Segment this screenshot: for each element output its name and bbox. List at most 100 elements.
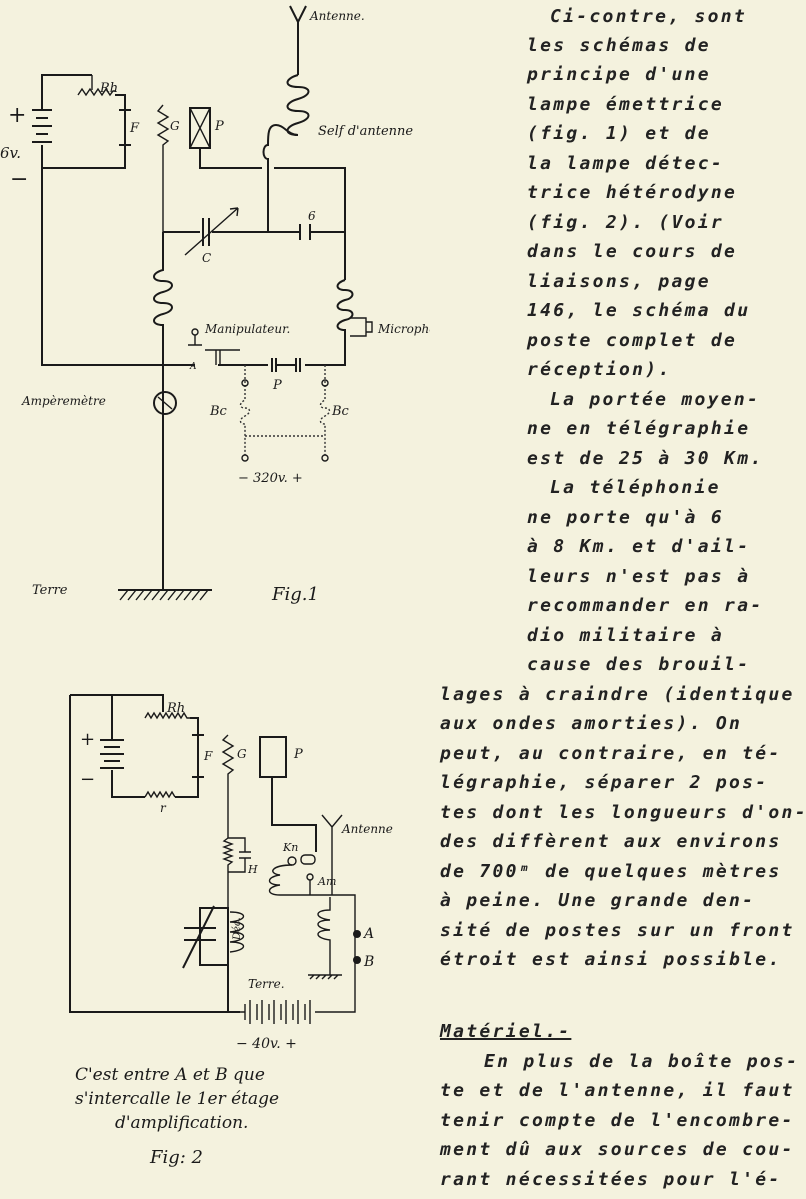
label-p: P [293, 747, 303, 762]
label-a: A [362, 926, 374, 942]
tuned-circuit [199, 907, 229, 966]
ammeter-symbol [153, 391, 177, 415]
label-f: F [129, 121, 140, 136]
text-line: cause des brouil- [527, 654, 751, 675]
text-line: les schémas de [527, 35, 711, 56]
label-kn: Kn [282, 841, 298, 854]
caption-line: d'amplification. [115, 1113, 248, 1133]
label-b: B [363, 954, 374, 970]
label-dec: Déc. [232, 917, 243, 941]
label-6v: 6v. [0, 144, 21, 162]
label-terre: Terre. [248, 977, 285, 991]
battery-filament [100, 739, 124, 769]
rheostat [77, 87, 115, 97]
text-line: tenir compte de l'encombre- [440, 1110, 795, 1131]
label-plus: + [80, 729, 95, 750]
reaction-coil [268, 864, 356, 1013]
terminal-a [353, 930, 361, 938]
microphone-symbol [350, 317, 373, 337]
text-line: recommander en ra- [527, 595, 764, 616]
text-line: réception). [527, 359, 672, 380]
text-line: peut, au contraire, en té- [440, 743, 782, 764]
label-minus: − [80, 769, 95, 790]
text-line: dans le cours de [527, 241, 738, 262]
label-amperemetre: Ampèremètre [21, 394, 106, 408]
label-antenne: Antenne [341, 822, 393, 836]
text-line: ne porte qu'à 6 [527, 507, 725, 528]
text-line: lages à craindre (identique [440, 684, 795, 705]
text-line: (fig. 1) et de [527, 123, 711, 144]
text-line: rant nécessitées pour l'é- [440, 1169, 782, 1190]
text-line: Ci-contre, sont [550, 6, 748, 27]
capacitor-p [218, 358, 301, 372]
label-antenne: Antenne. [309, 9, 365, 23]
figure-2-title: Fig: 2 [149, 1147, 203, 1168]
label-40v: − 40v. + [236, 1036, 297, 1052]
label-p: P [214, 119, 224, 134]
text-line: 146, le schéma du [527, 300, 751, 321]
capacitor-c [202, 218, 311, 246]
text-line: sité de postes sur un front [440, 920, 795, 941]
text-line: dio militaire à [527, 625, 725, 646]
plate-box [259, 736, 287, 778]
text-line: étroit est ainsi possible. [440, 949, 782, 970]
label-320v: − 320v. + [238, 471, 303, 486]
grid-resistor [221, 734, 235, 838]
text-line: de 700ᵐ de quelques mètres [440, 861, 782, 882]
caption-line: C'est entre A et B que [75, 1065, 265, 1085]
label-minus: − [10, 167, 28, 192]
label-bc-left: Bc [209, 404, 228, 419]
caption-line: s'intercalle le 1er étage [75, 1089, 279, 1109]
text-line: liaisons, page [527, 271, 711, 292]
label-c: C [202, 251, 211, 265]
text-line: La téléphonie [550, 477, 721, 498]
label-f: F [203, 749, 213, 763]
antenna-coil [286, 74, 310, 136]
label-g: G [170, 119, 180, 133]
resistor-r [144, 790, 176, 799]
label-microphone: Microphone. [377, 322, 430, 336]
text-line: te et de l'antenne, il faut [440, 1080, 795, 1101]
text-line: à peine. Une grande den- [440, 890, 756, 911]
text-line: poste complet de [527, 330, 738, 351]
antenna-coupling-coil [317, 897, 331, 975]
label-h: H [247, 863, 258, 876]
label-manipulateur: Manipulateur. [204, 322, 290, 336]
ground-symbol [308, 974, 342, 980]
terminal-b [353, 956, 361, 964]
text-line: La portée moyen- [550, 389, 761, 410]
grid-coil [153, 232, 173, 590]
text-line: légraphie, séparer 2 pos- [440, 772, 769, 793]
ground-symbol [119, 589, 209, 601]
rheostat [144, 711, 190, 720]
section-heading-materiel: Matériel.- [440, 1021, 572, 1042]
plate-coil [305, 279, 354, 366]
text-line: aux ondes amorties). On [440, 713, 743, 734]
label-plus: + [8, 103, 26, 128]
text-line: leurs n'est pas à [527, 566, 751, 587]
text-line: trice hétérodyne [527, 182, 738, 203]
text-line: la lampe détec- [527, 153, 725, 174]
text-line: lampe émettrice [527, 94, 725, 115]
text-line: ment dû aux sources de cou- [440, 1139, 795, 1160]
label-rh: Rh [99, 81, 118, 96]
label-bc-right: Bc [331, 404, 350, 419]
battery-40v [240, 1000, 320, 1024]
text-line: (fig. 2). (Voir [527, 212, 725, 233]
label-g: G [237, 747, 247, 761]
battery-6v [32, 109, 52, 143]
label-am: Am [317, 875, 336, 888]
figure-1-title: Fig.1 [271, 584, 319, 605]
text-line: principe d'une [527, 64, 711, 85]
text-line: En plus de la boîte pos- [484, 1051, 800, 1072]
text-line: est de 25 à 30 Km. [527, 448, 764, 469]
label-self-antenne: Self d'antenne [318, 124, 413, 139]
antenna-symbol [321, 814, 343, 895]
label-a: A [189, 362, 197, 372]
variable-capacitor [182, 905, 216, 969]
figure-1-transmitter-schematic: Antenne. Self d'antenne Rh + 6v. − F G P… [0, 5, 430, 605]
label-p2: P [272, 378, 282, 393]
text-line: ne en télégraphie [527, 418, 751, 439]
dec-coil [229, 911, 245, 953]
label-r: r [160, 801, 167, 815]
